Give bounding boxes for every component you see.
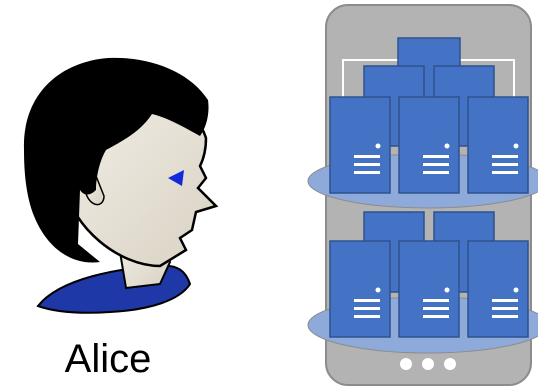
server-tower	[329, 240, 391, 338]
shirt-shape	[36, 264, 192, 314]
server-tower	[398, 240, 460, 338]
ellipsis-dot	[444, 358, 456, 370]
server-tower	[329, 96, 391, 194]
server-cluster-icon	[307, 4, 538, 386]
ellipsis-dots-icon	[400, 358, 456, 370]
person-profile-icon	[23, 57, 219, 314]
server-tower	[398, 96, 460, 194]
hair-shape	[23, 57, 209, 263]
ellipsis-dot	[400, 358, 412, 370]
server-tower	[467, 96, 529, 194]
ellipsis-dot	[422, 358, 434, 370]
eye-icon	[168, 170, 184, 186]
server-tower	[467, 240, 529, 338]
person-name-label: Alice	[64, 337, 152, 381]
